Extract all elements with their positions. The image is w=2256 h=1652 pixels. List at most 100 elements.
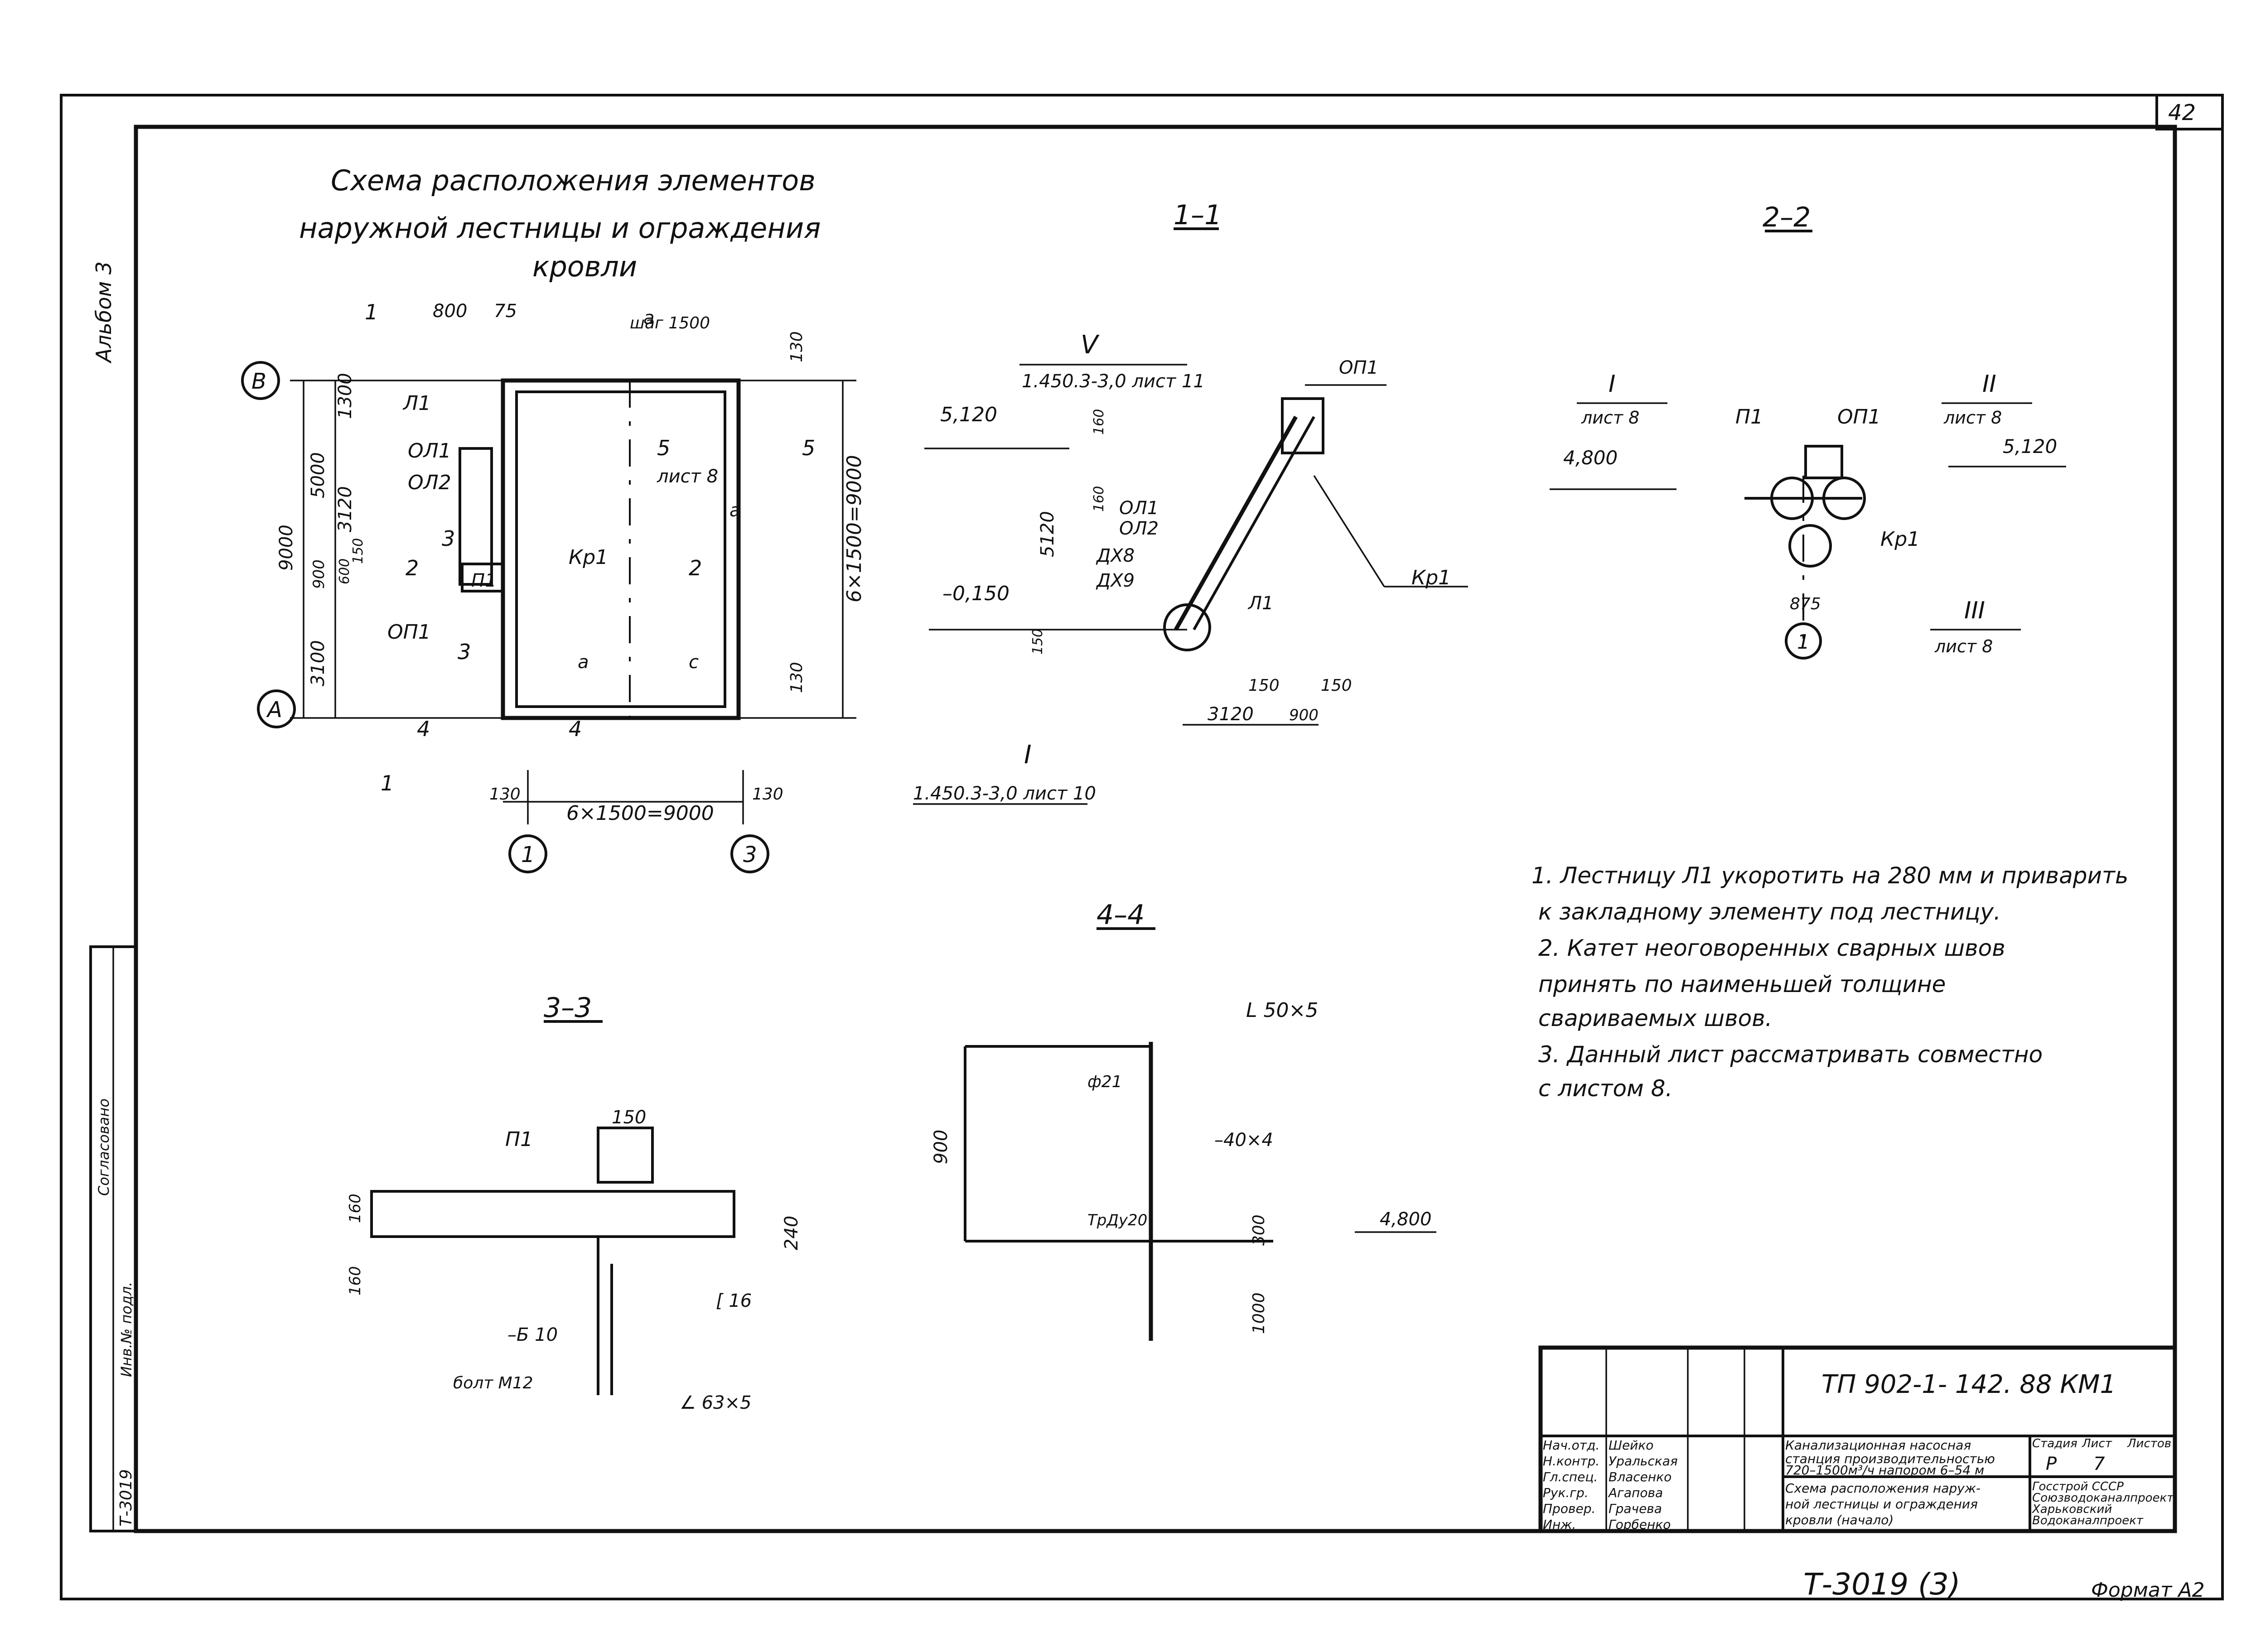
sec33-p1: П1 xyxy=(505,1128,533,1151)
plan-mark-5b: 5 xyxy=(802,436,815,460)
plan-d130a: 130 xyxy=(489,785,521,804)
sec11-d160b: 160 xyxy=(1091,409,1107,435)
tb-code: ТП 902-1- 142. 88 КМ1 xyxy=(1821,1370,2116,1399)
axis-b-label: В xyxy=(251,369,266,394)
plan-title-1: Схема расположения элементов xyxy=(331,164,816,197)
title-block-frame xyxy=(1538,1345,2177,1533)
sec22-ii-ref: лист 8 xyxy=(1943,408,2002,428)
sec44-d1000: 1000 xyxy=(1250,1292,1268,1334)
side-stamp-3: Т-3019 xyxy=(117,1469,135,1527)
sec22-detail-circle-iii xyxy=(1788,524,1832,568)
plan-c-bottom: с xyxy=(689,652,699,673)
roof-outline xyxy=(501,378,741,720)
tb-org-1: Союзводоканалпроект xyxy=(2032,1491,2174,1505)
note-5: свариваемых швов. xyxy=(1538,1005,1773,1031)
plan-title-2: наружной лестницы и ограждения xyxy=(299,212,821,245)
sec33-b10: –Б 10 xyxy=(507,1324,558,1345)
platform-p1 xyxy=(461,563,504,592)
sec44-title: 4–4 xyxy=(1097,899,1145,931)
tb-name-5: Горбенко xyxy=(1609,1517,1671,1532)
section-4-4: 4–4 900 L 50×5 ф21 –40×4 ТрДу20 300 1000… xyxy=(931,899,1436,1341)
side-stamp-2: Инв.№ подл. xyxy=(118,1281,135,1377)
side-stamp-1: Согласовано xyxy=(95,1098,112,1196)
sec33-beam-p1 xyxy=(370,1190,735,1238)
sec44-angle: L 50×5 xyxy=(1246,999,1318,1022)
sec11-elev-neg: –0,150 xyxy=(942,582,1010,605)
tb-sheets-h: Листов xyxy=(2127,1437,2171,1450)
sec11-l1: Л1 xyxy=(1247,593,1274,614)
general-notes: 1. Лестницу Л1 укоротить на 280 мм и при… xyxy=(1531,862,2129,1102)
tb-title-1: ной лестницы и ограждения xyxy=(1785,1497,1978,1512)
section-1-1: 1–1 V 1.450.3-3,0 лист 11 5,120 –0,150 I… xyxy=(913,199,1468,805)
sec11-title: 1–1 xyxy=(1174,199,1222,231)
plan-d1300: 1300 xyxy=(335,373,356,419)
inventory-number: Т-3019 (3) xyxy=(1803,1567,1961,1602)
sec22-ii: II xyxy=(1982,371,1996,398)
tb-project-2: 720–1500м³/ч напором 6–54 м xyxy=(1785,1463,1984,1478)
sec11-dx9: ДХ9 xyxy=(1096,570,1135,591)
plan-a-right: а xyxy=(729,500,741,521)
tb-stage-h: Стадия xyxy=(2032,1437,2077,1450)
sec11-callout-i: I xyxy=(1024,740,1032,770)
axis-1-label: 1 xyxy=(521,842,535,867)
sec33-c16: [ 16 xyxy=(716,1291,752,1311)
side-stamp: Согласовано Инв.№ подл. Т-3019 xyxy=(89,945,137,1532)
sec11-d3120: 3120 xyxy=(1208,704,1254,725)
sec33-d160b: 160 xyxy=(346,1266,364,1296)
sec11-op1: ОП1 xyxy=(1339,357,1378,378)
sec44-pipe: ТрДу20 xyxy=(1087,1211,1147,1229)
plan-mark-4b: 4 xyxy=(569,717,582,741)
sec11-callout-v-ref: 1.450.3-3,0 лист 11 xyxy=(1022,371,1205,392)
note-7: с листом 8. xyxy=(1538,1075,1672,1102)
sec33-title: 3–3 xyxy=(544,992,592,1024)
axis-a-label: А xyxy=(266,697,282,722)
sec11-d150b: 150 xyxy=(1248,676,1280,695)
tb-project-0: Канализационная насосная xyxy=(1785,1438,1971,1453)
axis-a-bubble xyxy=(257,689,296,728)
plan-dim-right: 6×1500=9000 xyxy=(843,455,866,602)
tb-sheet-h: Лист xyxy=(2082,1437,2112,1450)
plan-a-step: шаг 1500 xyxy=(630,314,710,332)
sec33-angle: ∠ 63×5 xyxy=(680,1392,751,1413)
sec11-elev-5120: 5,120 xyxy=(940,403,997,426)
plan-mark-5: 5 xyxy=(657,436,670,460)
sec11-callout-i-ref: 1.450.3-3,0 лист 10 xyxy=(913,783,1096,804)
tb-role-5: Инж. xyxy=(1543,1517,1576,1532)
plan-a-bottom: а xyxy=(578,652,589,673)
plan-op1: ОП1 xyxy=(387,621,431,644)
plan-d900: 900 xyxy=(310,559,328,589)
plan-a-top: а xyxy=(643,308,655,328)
tb-org-0: Госстрой СССР xyxy=(2032,1480,2124,1493)
sec11-kp1-leader xyxy=(1313,475,1385,587)
sec33-d240: 240 xyxy=(781,1216,802,1250)
sec22-axis-label: 1 xyxy=(1797,631,1810,654)
sec44-elev: 4,800 xyxy=(1380,1209,1432,1230)
tb-role-2: Гл.спец. xyxy=(1543,1469,1598,1484)
axis-1-bubble xyxy=(508,834,547,873)
sec11-ol2: ОЛ2 xyxy=(1119,518,1159,539)
sec11-ladder xyxy=(1174,415,1298,631)
axis-3-bubble xyxy=(730,834,769,873)
sec11-ol1: ОЛ1 xyxy=(1119,498,1159,519)
plan-d9000: 9000 xyxy=(276,525,297,571)
tb-name-0: Шейко xyxy=(1609,1438,1653,1453)
tb-title-2: кровли (начало) xyxy=(1785,1512,1894,1527)
sec33-d150: 150 xyxy=(612,1107,646,1128)
sec22-op1-box xyxy=(1804,445,1843,479)
tb-name-2: Власенко xyxy=(1609,1469,1671,1484)
sec33-bolt: болт М12 xyxy=(453,1374,533,1392)
sheet-number: 42 xyxy=(2168,100,2196,125)
plan-mark-3b: 3 xyxy=(458,640,471,664)
sec22-axis-bubble xyxy=(1785,622,1822,660)
sec11-d900: 900 xyxy=(1289,706,1319,724)
plan-d800: 800 xyxy=(433,301,467,322)
tb-role-0: Нач.отд. xyxy=(1543,1438,1599,1453)
sec11-d5120: 5120 xyxy=(1037,511,1058,557)
sec22-elev-5120: 5,120 xyxy=(2003,435,2057,458)
sec11-callout-i-circle xyxy=(1163,603,1211,651)
sec22-i-ref: лист 8 xyxy=(1581,408,1639,428)
tb-name-1: Уральская xyxy=(1609,1454,1678,1469)
tb-role-1: Н.контр. xyxy=(1543,1454,1599,1469)
section-3-3: 3–3 П1 150 160 160 240 [ 16 –Б 10 болт М… xyxy=(346,992,802,1413)
